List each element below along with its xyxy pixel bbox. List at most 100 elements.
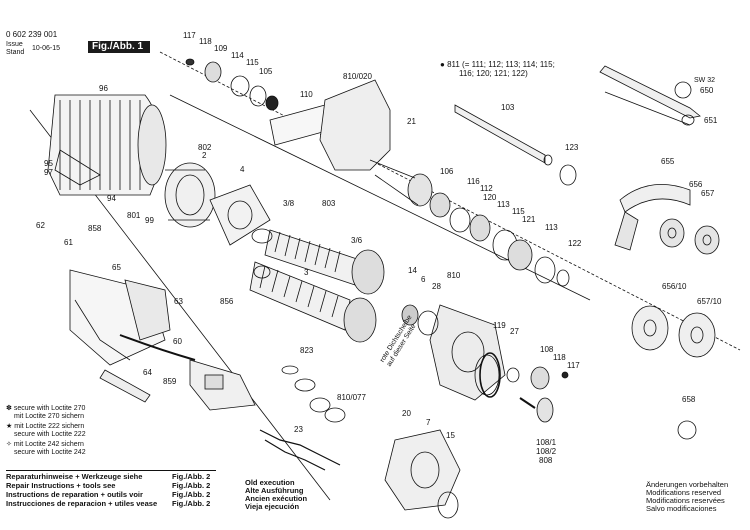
spindle-housing xyxy=(269,79,433,207)
label-118: 118 xyxy=(199,37,212,46)
stand-label: Stand xyxy=(6,49,25,56)
label-27: 27 xyxy=(510,327,519,336)
label-115: 115 xyxy=(246,58,259,67)
label-120: 120 xyxy=(483,193,497,202)
label-109: 109 xyxy=(214,44,228,53)
legend-loctite-270-de: mit Loctite 270 sichern xyxy=(14,413,85,420)
label-114: 114 xyxy=(231,51,244,60)
label-110: 110 xyxy=(300,90,313,99)
issue-label: Issue xyxy=(6,41,23,48)
label-62: 62 xyxy=(36,221,45,230)
label-115b: 115 xyxy=(512,207,525,216)
note-811-line2: 116; 120; 121; 122) xyxy=(459,69,528,78)
label-2: 2 xyxy=(202,151,207,160)
issue-date: 10-06-15 xyxy=(32,45,61,52)
label-15: 15 xyxy=(446,431,455,440)
label-4: 4 xyxy=(240,165,245,174)
label-96: 96 xyxy=(99,84,108,93)
bearings-rings xyxy=(401,192,570,423)
label-655: 655 xyxy=(661,157,675,166)
part-number: 0 602 239 001 xyxy=(6,30,58,39)
label-61: 61 xyxy=(64,238,73,247)
legend-loctite-270-en: ✽ secure with Loctite 270 xyxy=(6,405,86,412)
label-63: 63 xyxy=(174,297,183,306)
old-execution-en: Old execution xyxy=(245,478,295,487)
label-113b: 113 xyxy=(545,223,558,232)
gear-housing xyxy=(429,304,506,401)
legend-loctite-222-de: ★ mit Loctite 222 sichern xyxy=(6,423,85,430)
label-21: 21 xyxy=(407,117,416,126)
legend-loctite-222-en: secure with Loctite 222 xyxy=(14,431,86,438)
label-859: 859 xyxy=(163,377,177,386)
instruction-es-ref: Fig./Abb. 2 xyxy=(172,499,211,508)
label-95: 95 xyxy=(44,159,53,168)
label-105: 105 xyxy=(259,67,273,76)
label-65: 65 xyxy=(112,263,121,272)
label-112: 112 xyxy=(480,184,493,193)
switch-assembly xyxy=(189,359,256,411)
label-656-10: 656/10 xyxy=(662,282,687,291)
label-108-1: 108/1 xyxy=(536,438,557,447)
label-657-10: 657/10 xyxy=(697,297,722,306)
label-99: 99 xyxy=(145,216,154,225)
legend-loctite-242-de: ✧ mit Loctite 242 sichern xyxy=(6,441,84,448)
label-108-2: 108/2 xyxy=(536,447,557,456)
note-811-line1: ● 811 (= 111; 112; 113; 114; 115; xyxy=(440,60,555,69)
label-117b: 117 xyxy=(567,361,580,370)
label-803: 803 xyxy=(322,199,336,208)
label-20: 20 xyxy=(402,409,411,418)
guard-flanges xyxy=(614,184,720,440)
legend-loctite-242-en: secure with Loctite 242 xyxy=(14,449,86,456)
label-3-6: 3/6 xyxy=(351,236,363,245)
loctite-222-icon: ★ xyxy=(6,423,13,430)
label-60: 60 xyxy=(173,337,182,346)
springs xyxy=(259,365,346,471)
small-gears xyxy=(185,58,279,111)
instruction-de: Reparaturhinweise + Werkzeuge siehe xyxy=(6,472,143,481)
label-103: 103 xyxy=(501,103,515,112)
old-execution-es: Vieja ejecución xyxy=(245,502,300,511)
label-810-077: 810/077 xyxy=(337,393,366,402)
modifications-es: Salvo modificaciones xyxy=(646,504,717,513)
loctite-242-icon: ✧ xyxy=(6,441,12,448)
label-23: 23 xyxy=(294,425,303,434)
wrench xyxy=(599,65,701,126)
figure-label: Fig./Abb. 1 xyxy=(88,41,150,53)
wrench-size-label: SW 32 xyxy=(694,77,716,84)
label-656: 656 xyxy=(689,180,703,189)
label-106: 106 xyxy=(440,167,454,176)
label-651: 651 xyxy=(704,116,718,125)
label-810: 810 xyxy=(447,271,461,280)
label-657: 657 xyxy=(701,189,715,198)
label-808: 808 xyxy=(539,456,553,465)
label-118b: 118 xyxy=(553,353,566,362)
bearing-plate xyxy=(209,184,271,246)
instruction-de-ref: Fig./Abb. 2 xyxy=(172,472,211,481)
label-121: 121 xyxy=(522,215,536,224)
instruction-en-ref: Fig./Abb. 2 xyxy=(172,481,211,490)
old-execution-de: Alte Ausführung xyxy=(245,486,304,495)
field-coil xyxy=(164,162,216,228)
filled-dot-icon: ● xyxy=(440,60,445,69)
label-14: 14 xyxy=(408,266,417,275)
instruction-es: Instrucciones de reparacion + utiles vea… xyxy=(6,499,158,508)
label-7: 7 xyxy=(426,418,431,427)
label-3-8: 3/8 xyxy=(283,199,295,208)
label-6: 6 xyxy=(421,275,426,284)
old-execution-fr: Ancien exécution xyxy=(245,494,308,503)
label-117: 117 xyxy=(183,31,196,40)
modifications-de: Änderungen vorbehalten xyxy=(646,480,729,489)
motor-housing xyxy=(47,94,167,196)
label-119: 119 xyxy=(493,321,506,330)
label-64: 64 xyxy=(143,368,152,377)
instruction-en: Repair Instructions + tools see xyxy=(6,481,116,490)
label-28: 28 xyxy=(432,282,441,291)
label-97: 97 xyxy=(44,168,53,177)
label-116: 116 xyxy=(467,177,480,186)
label-858: 858 xyxy=(88,224,102,233)
instruction-fr: Instructions de reparation + outils voir xyxy=(6,490,143,499)
instructions-table xyxy=(6,470,216,471)
handle xyxy=(69,269,171,366)
